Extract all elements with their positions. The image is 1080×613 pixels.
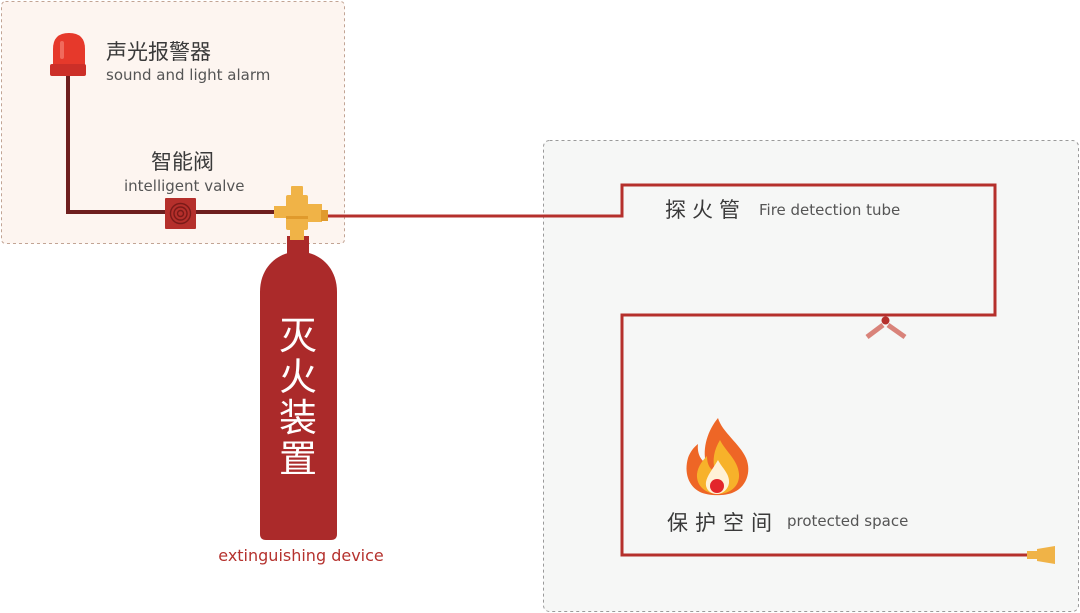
signal-wire-alarm [66, 74, 166, 214]
fire-icon [686, 418, 749, 496]
detection-tube-subtitle: Fire detection tube [759, 201, 901, 219]
detection-tube-title: 探火管 [665, 198, 746, 222]
protected-space-subtitle: protected space [787, 512, 909, 530]
cylinder-caption: extinguishing device [218, 546, 384, 565]
valve-title: 智能阀 [151, 150, 214, 174]
protected-space-title: 保护空间 [667, 511, 779, 535]
container-valve-fitting-icon [274, 186, 328, 240]
gas-cylinder-icon [260, 236, 337, 540]
alarm-light-icon [50, 33, 86, 76]
nozzle-icon [1027, 546, 1055, 564]
fire-detection-tube-line [326, 183, 1030, 557]
alarm-title: 声光报警器 [106, 40, 211, 64]
protected-space-zone [543, 140, 1079, 612]
alarm-zone [1, 1, 345, 244]
sprinkler-head-icon [865, 316, 907, 340]
valve-icon [165, 198, 196, 229]
valve-subtitle: intelligent valve [124, 177, 245, 195]
alarm-subtitle: sound and light alarm [106, 66, 271, 84]
cylinder-title: 灭火装置 [278, 314, 317, 481]
